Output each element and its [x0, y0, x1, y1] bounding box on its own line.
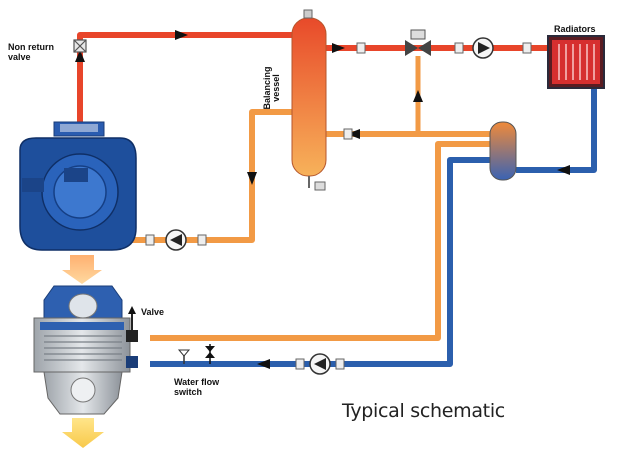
- hot-flow-pipe: [77, 32, 296, 125]
- heat-exchanger: [33, 285, 138, 415]
- pump-radiator: [472, 37, 494, 59]
- pump-boiler: [165, 229, 187, 251]
- isolation-valves: [145, 42, 532, 370]
- mixing-valve: [405, 29, 431, 56]
- boiler-return-pipe: [132, 109, 292, 243]
- non-return-valve-label-line2: valve: [8, 52, 31, 62]
- non-return-valve-label: Non return valve: [8, 42, 54, 62]
- flow-arrows: [75, 30, 570, 369]
- exhaust-arrow: [62, 418, 104, 448]
- valve-label: Valve: [141, 307, 165, 317]
- pump-return: [309, 353, 331, 375]
- balancing-vessel: [291, 9, 327, 191]
- balancing-vessel-label-line2: vessel: [271, 74, 281, 102]
- buffer-tank: [489, 121, 517, 181]
- cold-return-pipe: [150, 88, 597, 367]
- balancing-vessel-label: Balancing vessel: [262, 58, 281, 118]
- water-flow-switch: [177, 344, 215, 364]
- non-return-valve: [73, 39, 87, 53]
- water-flow-switch-label-line1: Water flow: [174, 377, 220, 387]
- heat-transfer-arrow: [62, 255, 102, 284]
- water-flow-switch-label: Water flow switch: [174, 377, 219, 397]
- non-return-valve-label-line1: Non return: [8, 42, 54, 52]
- radiators-label: Radiators: [554, 24, 596, 34]
- radiators: [547, 35, 605, 89]
- boiler: [19, 121, 137, 251]
- diagram-caption: Typical schematic: [342, 400, 505, 422]
- water-flow-switch-label-line2: switch: [174, 387, 203, 397]
